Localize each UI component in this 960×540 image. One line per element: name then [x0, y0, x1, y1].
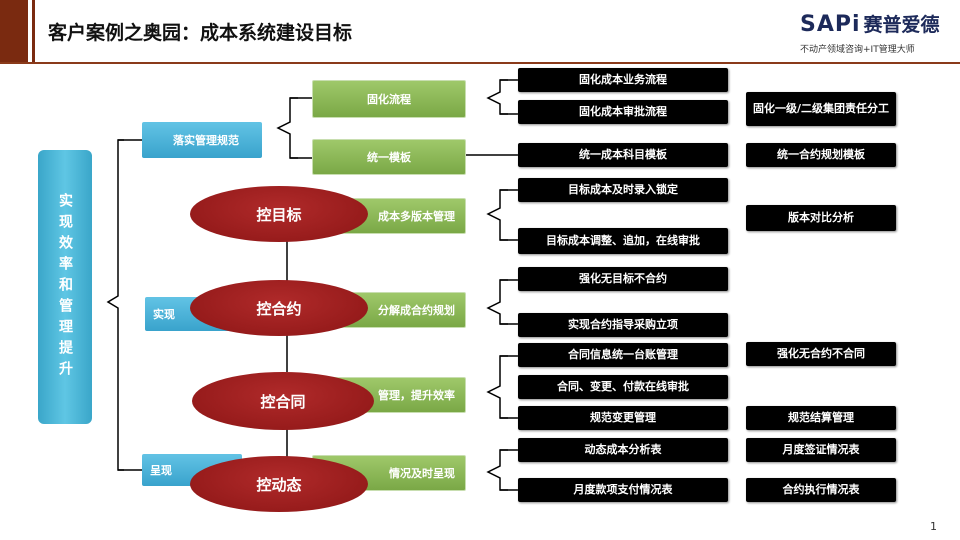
leaf-node: 统一合约规划模板	[746, 143, 896, 167]
leaf-node: 目标成本及时录入锁定	[518, 178, 728, 202]
topic-node-fixed-process: 固化流程	[312, 80, 466, 118]
category-label: 落实管理规范	[173, 134, 239, 147]
control-oval-contract: 控合同	[192, 372, 374, 430]
control-oval-dynamic: 控动态	[190, 456, 368, 512]
topic-label: 统一模板	[367, 151, 411, 164]
topic-label: 管理，提升效率	[378, 389, 455, 402]
leaf-node: 规范结算管理	[746, 406, 896, 430]
leaf-node: 合同信息统一台账管理	[518, 343, 728, 367]
category-label: 呈现	[150, 464, 172, 477]
header-accent-line	[32, 0, 35, 62]
leaf-node: 月度款项支付情况表	[518, 478, 728, 502]
leaf-node: 月度签证情况表	[746, 438, 896, 462]
logo-name: 赛普爱德	[863, 14, 940, 36]
leaf-node: 统一成本科目模板	[518, 143, 728, 167]
category-label: 实现	[153, 308, 175, 321]
leaf-node: 合同、变更、付款在线审批	[518, 375, 728, 399]
topic-node-unified-template: 统一模板	[312, 139, 466, 175]
leaf-node: 动态成本分析表	[518, 438, 728, 462]
page-title: 客户案例之奥园：成本系统建设目标	[48, 22, 353, 44]
leaf-node: 强化无目标不合约	[518, 267, 728, 291]
leaf-node: 固化成本审批流程	[518, 100, 728, 124]
logo-brand: SAPi	[800, 12, 861, 37]
leaf-node: 版本对比分析	[746, 205, 896, 231]
root-goal-node: 实现效率和管理提升	[38, 150, 92, 424]
leaf-node: 规范变更管理	[518, 406, 728, 430]
topic-label: 固化流程	[367, 93, 411, 106]
leaf-node: 目标成本调整、追加，在线审批	[518, 228, 728, 254]
leaf-node: 实现合约指导采购立项	[518, 313, 728, 337]
control-oval-contract-plan: 控合约	[190, 280, 368, 336]
topic-label: 分解成合约规划	[378, 304, 455, 317]
leaf-node: 强化无合约不合同	[746, 342, 896, 366]
page-number: 1	[930, 520, 937, 533]
leaf-node: 合约执行情况表	[746, 478, 896, 502]
topic-label: 情况及时呈现	[389, 467, 455, 480]
header-divider	[0, 62, 960, 64]
root-goal-label: 实现效率和管理提升	[57, 192, 73, 382]
header-accent-bar	[0, 0, 28, 62]
topic-label: 成本多版本管理	[378, 210, 455, 223]
leaf-node: 固化一级/二级集团责任分工	[746, 92, 896, 126]
leaf-node: 固化成本业务流程	[518, 68, 728, 92]
category-node-management-norms: 落实管理规范	[142, 122, 262, 158]
control-oval-target: 控目标	[190, 186, 368, 242]
logo-tagline: 不动产领域咨询+IT管理大师	[800, 45, 915, 55]
